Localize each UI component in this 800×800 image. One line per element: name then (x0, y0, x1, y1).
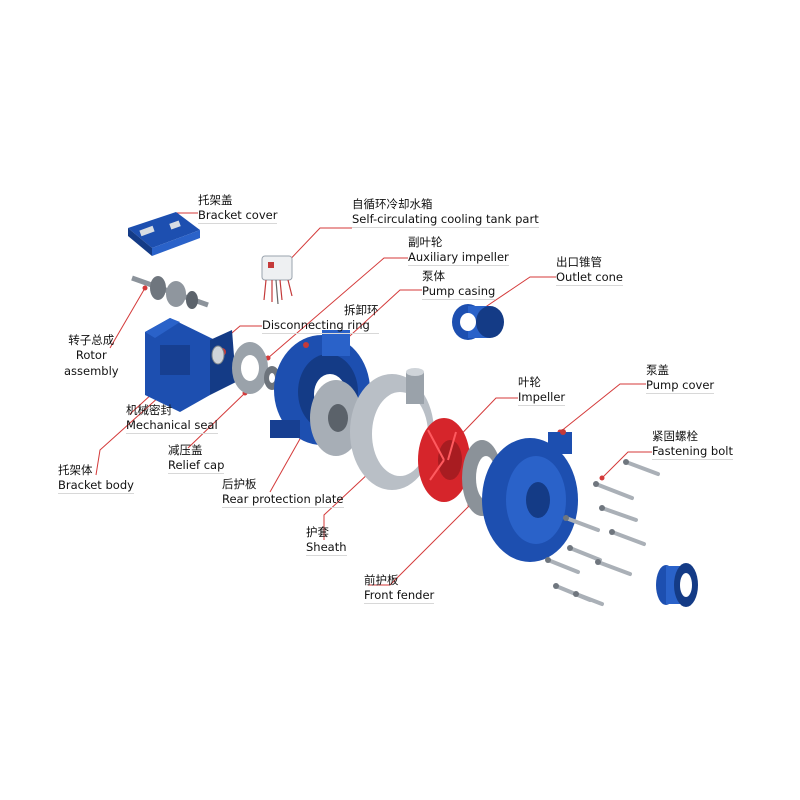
label-en: Disconnecting ring (262, 318, 379, 335)
label-rear-protection-plate: 后护板 Rear protection plate (222, 477, 344, 509)
leader-cooling-tank (281, 227, 352, 269)
label-en: Pump casing (422, 284, 496, 301)
label-disconnecting-ring: 拆卸环 Disconnecting ring (262, 303, 379, 335)
pump-cover-part (482, 429, 578, 562)
label-cn: 叶轮 (518, 375, 541, 389)
label-cn: 自循环冷却水箱 (352, 197, 433, 211)
label-cn: 护套 (306, 525, 329, 539)
fastening-bolts-part (546, 460, 660, 606)
sheath-part (350, 368, 434, 490)
leader-relief-cap (187, 392, 246, 449)
label-impeller: 叶轮 Impeller (518, 375, 566, 407)
leader-pump-cover (559, 383, 646, 433)
label-bracket-cover: 托架盖 Bracket cover (198, 193, 278, 225)
label-cn: 转子总成 (68, 333, 115, 347)
bracket-cover-part (128, 212, 200, 256)
label-cn: 拆卸环 (344, 303, 379, 317)
bolt-heads (545, 459, 629, 597)
label-en: Mechanical seal (126, 418, 218, 435)
label-cn: 托架体 (58, 463, 93, 477)
label-auxiliary-impeller: 副叶轮 Auxiliary impeller (408, 235, 509, 267)
label-cn: 副叶轮 (408, 235, 443, 249)
label-en: Sheath (306, 540, 347, 557)
label-en-line2: assembly (64, 364, 119, 379)
bracket-body-part (145, 318, 236, 412)
leader-lines (95, 212, 652, 586)
label-relief-cap: 减压盖 Relief cap (168, 443, 225, 475)
label-bracket-body: 托架体 Bracket body (58, 463, 134, 495)
leader-rotor-assembly (109, 287, 146, 349)
label-cn: 托架盖 (198, 193, 233, 207)
leader-bracket-body (95, 377, 181, 476)
label-cn: 泵体 (422, 269, 445, 283)
rotor-assembly-part (131, 275, 209, 309)
seal-and-ring-parts (211, 342, 280, 394)
label-en: Outlet cone (556, 270, 624, 287)
label-cn: 机械密封 (126, 403, 172, 417)
leader-sheath (323, 471, 371, 540)
label-sheath: 护套 Sheath (306, 525, 347, 557)
label-cn: 紧固螺栓 (652, 429, 698, 443)
label-en: Pump cover (646, 378, 715, 395)
label-mechanical-seal: 机械密封 Mechanical seal (126, 403, 218, 435)
outlet-flange-part (656, 563, 698, 607)
leader-front-fender (368, 504, 471, 586)
label-cn: 前护板 (364, 573, 399, 587)
label-pump-casing: 泵体 Pump casing (422, 269, 496, 301)
label-fastening-bolt: 紧固螺栓 Fastening bolt (652, 429, 733, 461)
label-cooling-tank: 自循环冷却水箱 Self-circulating cooling tank pa… (352, 197, 539, 229)
label-cn: 泵盖 (646, 363, 669, 377)
leader-impeller (447, 397, 518, 449)
label-cn: 出口锥管 (556, 255, 602, 269)
impeller-part (418, 418, 470, 502)
leader-fastening-bolt (601, 451, 652, 479)
label-outlet-cone: 出口锥管 Outlet cone (556, 255, 624, 287)
label-cn: 后护板 (222, 477, 257, 491)
label-pump-cover: 泵盖 Pump cover (646, 363, 715, 395)
label-en: Bracket cover (198, 208, 278, 225)
leader-auxiliary-impeller (267, 257, 408, 359)
label-rotor-assembly: 转子总成 Rotor assembly (64, 334, 119, 380)
label-front-fender: 前护板 Front fender (364, 573, 435, 605)
label-en: Relief cap (168, 458, 225, 475)
cooling-tank-part (261, 255, 293, 305)
label-en: Impeller (518, 390, 566, 407)
rear-protection-plate-part (310, 380, 362, 456)
label-cn: 减压盖 (168, 443, 203, 457)
label-en: Self-circulating cooling tank part (352, 212, 539, 229)
leader-outlet-cone (477, 276, 556, 313)
label-en: Rotor (75, 347, 107, 362)
label-en: Fastening bolt (652, 444, 733, 461)
label-en: Bracket body (58, 478, 134, 495)
leader-pump-casing (339, 289, 422, 346)
leader-rear-protection-plate (269, 429, 306, 493)
outlet-cone-part (452, 304, 504, 340)
label-en: Front fender (364, 588, 435, 605)
label-en: Auxiliary impeller (408, 250, 509, 267)
label-en: Rear protection plate (222, 492, 344, 509)
